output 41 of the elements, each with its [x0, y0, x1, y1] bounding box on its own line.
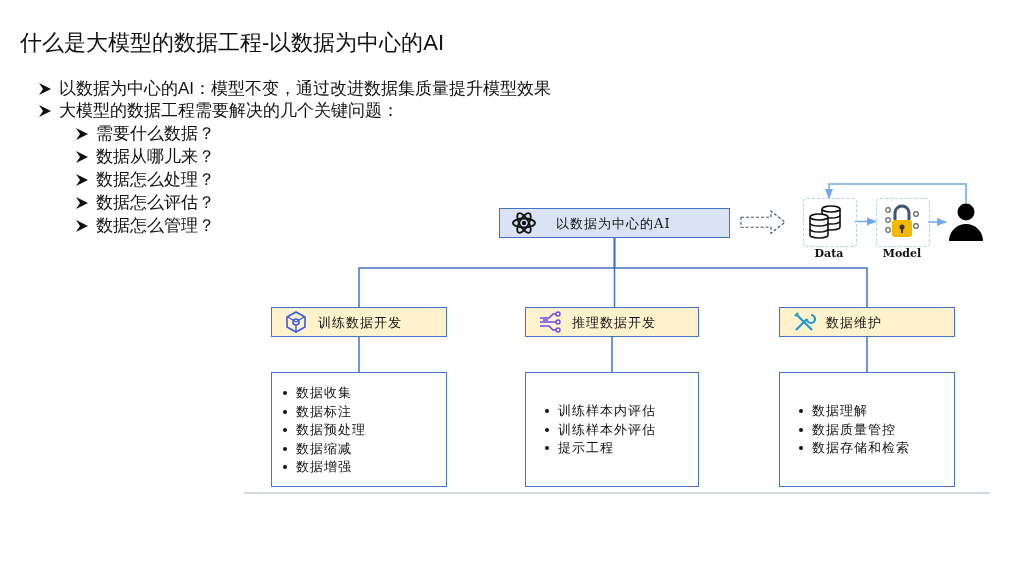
bullet-text: 数据怎么管理？ — [96, 215, 215, 237]
slide-title: 什么是大模型的数据工程-以数据为中心的AI — [20, 29, 445, 57]
list-box — [525, 372, 699, 487]
list-item: 数据预处理 — [296, 421, 366, 439]
arrow — [854, 217, 878, 226]
category-box — [525, 307, 699, 337]
list-item: 数据增强 — [296, 458, 352, 476]
connector-line — [611, 336, 613, 373]
arrow — [824, 183, 967, 204]
list-item: 数据理解 — [812, 402, 868, 420]
list-item: 数据缩减 — [296, 439, 352, 458]
list-item: 数据质量管控 — [812, 420, 896, 439]
list-item: 训练样本内评估 — [558, 402, 656, 420]
bullet-text: 数据怎么评估？ — [96, 192, 215, 214]
bullet-text: 以数据为中心的AI：模型不变，通过改进数据集质量提升模型效果 — [59, 78, 552, 100]
list-item: 数据标注 — [296, 402, 352, 421]
arrow — [927, 217, 948, 227]
list-item: 训练样本外评估 — [558, 420, 656, 439]
connector-line — [613, 237, 868, 308]
bullet-text: 数据怎么处理？ — [96, 169, 215, 191]
connector-line — [358, 336, 360, 373]
list-box — [779, 372, 955, 487]
bullet-text: 数据从哪儿来？ — [96, 146, 215, 168]
bullet-text: 需要什么数据？ — [96, 123, 215, 145]
list-item: 数据存储和检索 — [812, 439, 910, 457]
box-label: 数据维护 — [826, 314, 882, 332]
stage-label: Model — [881, 247, 923, 260]
bullet-text: 大模型的数据工程需要解决的几个关键问题： — [59, 100, 399, 122]
connector-line — [866, 336, 868, 373]
list-item: 数据收集 — [296, 384, 352, 402]
box-label: 推理数据开发 — [572, 314, 656, 332]
stage-label: Data — [813, 247, 845, 260]
box-label: 以数据为中心的AI — [556, 215, 671, 233]
box-label: 训练数据开发 — [318, 314, 402, 332]
category-box — [271, 307, 447, 337]
concept-box — [499, 208, 730, 238]
list-box — [271, 372, 447, 487]
list-item: 提示工程 — [558, 439, 614, 457]
block-arrow — [740, 210, 786, 235]
person-icon — [946, 203, 986, 241]
category-box — [779, 307, 955, 337]
